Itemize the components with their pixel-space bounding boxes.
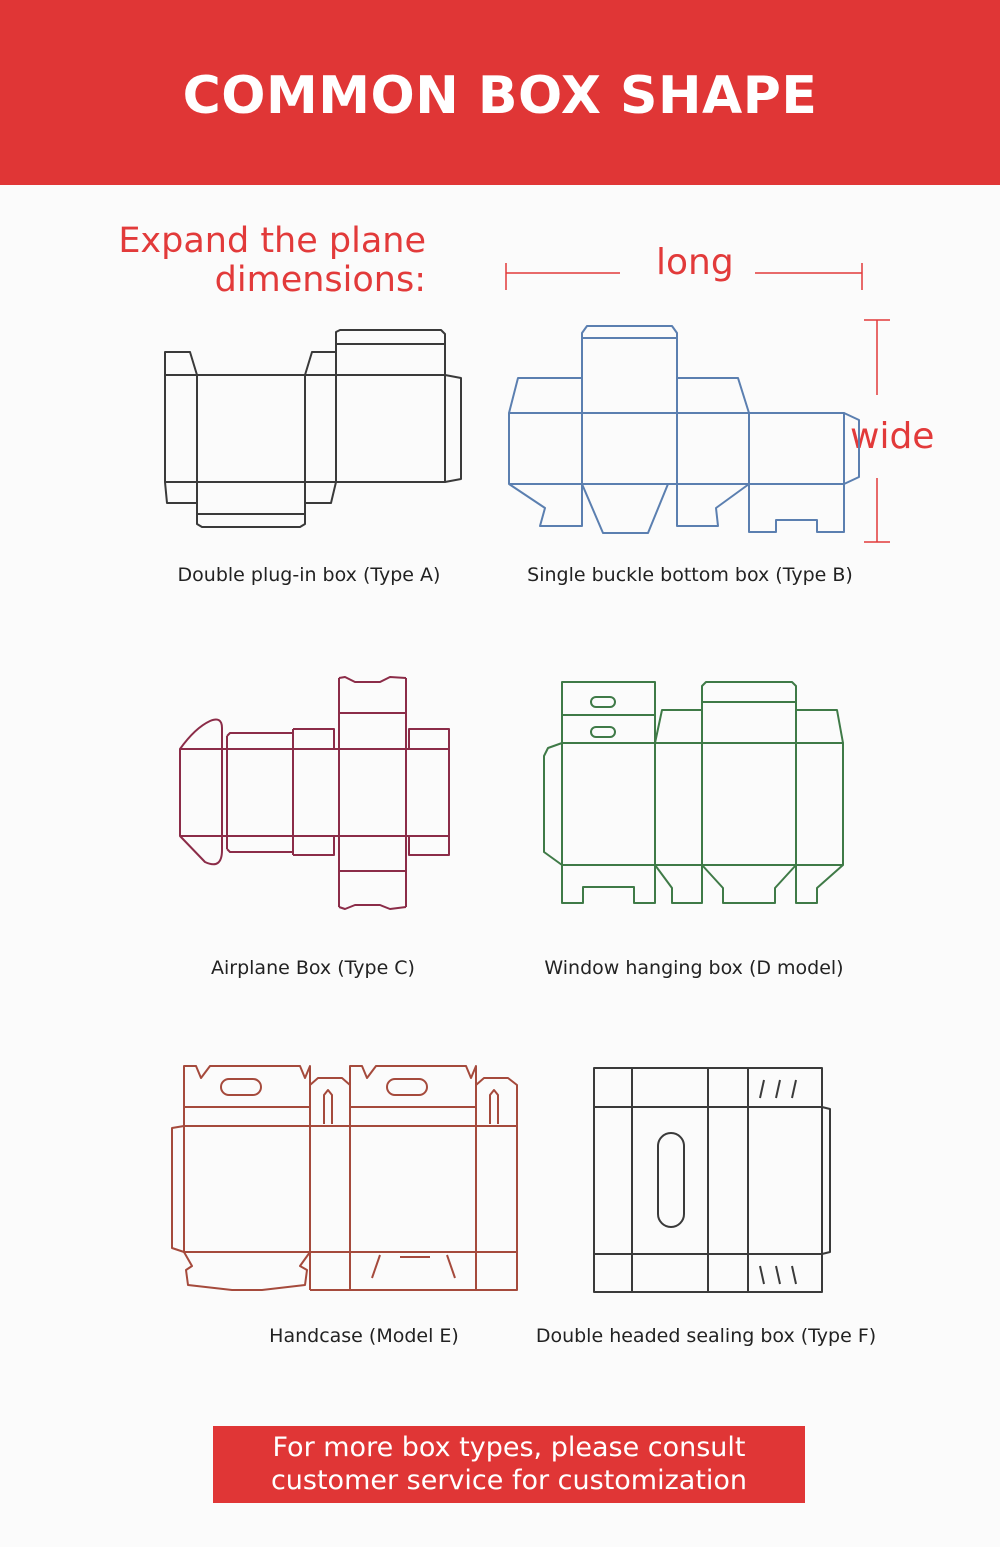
wide-dimension-line — [864, 319, 890, 543]
wide-label: wide — [850, 416, 935, 457]
type-b-caption: Single buckle bottom box (Type B) — [527, 564, 853, 586]
type-e-dieline — [171, 1065, 518, 1291]
type-a-caption: Double plug-in box (Type A) — [177, 564, 441, 586]
dimensions-intro: Expand the plane dimensions: — [118, 221, 426, 300]
page-title: COMMON BOX SHAPE — [182, 66, 818, 126]
type-d-caption: Window hanging box (D model) — [544, 957, 844, 979]
customization-banner: For more box types, please consult custo… — [213, 1426, 805, 1503]
type-f-dieline — [593, 1067, 831, 1293]
banner-line-1: For more box types, please consult — [272, 1432, 746, 1463]
type-e-caption: Handcase (Model E) — [269, 1325, 459, 1347]
long-label: long — [656, 242, 734, 283]
type-c-dieline — [179, 676, 450, 910]
type-a-dieline — [164, 329, 462, 528]
type-b-dieline — [508, 325, 860, 534]
type-d-dieline — [543, 681, 844, 904]
type-c-caption: Airplane Box (Type C) — [211, 957, 415, 979]
header-banner: COMMON BOX SHAPE — [0, 0, 1000, 185]
banner-line-2: customer service for customization — [270, 1465, 748, 1496]
long-dimension-line — [505, 263, 863, 290]
type-f-caption: Double headed sealing box (Type F) — [535, 1325, 877, 1347]
